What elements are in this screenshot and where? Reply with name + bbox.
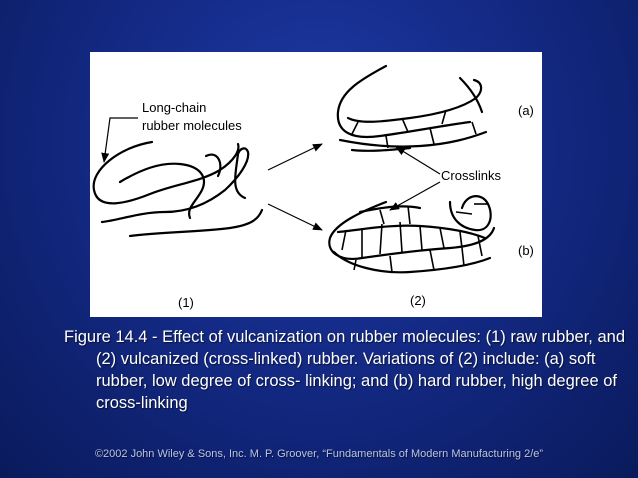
label-long-chain-line2: rubber molecules: [142, 118, 242, 133]
label-2: (2): [410, 293, 426, 308]
arrow-to-b: [267, 203, 323, 231]
label-b: (b): [518, 243, 534, 258]
label-a: (a): [518, 103, 534, 118]
raw-rubber-chains: [92, 140, 264, 238]
crosslinks-pointer-a: [395, 146, 441, 175]
hard-rubber-chains: [328, 195, 496, 274]
label-1: (1): [178, 295, 194, 310]
vulcanization-diagram: Long-chain rubber molecules: [92, 64, 534, 310]
long-chain-pointer: [101, 117, 138, 163]
copyright-footer: ©2002 John Wiley & Sons, Inc. M. P. Groo…: [94, 448, 544, 460]
hard-rubber-crosslinks: [341, 203, 488, 273]
label-long-chain-line1: Long-chain: [142, 100, 206, 115]
soft-rubber-chains: [336, 64, 488, 152]
figure-caption: Figure 14.4 - Effect of vulcanization on…: [64, 328, 625, 412]
arrow-to-a: [267, 143, 323, 171]
soft-rubber-crosslinks: [351, 109, 477, 149]
label-crosslinks: Crosslinks: [441, 168, 501, 183]
figure-panel: Long-chain rubber molecules: [90, 52, 542, 317]
